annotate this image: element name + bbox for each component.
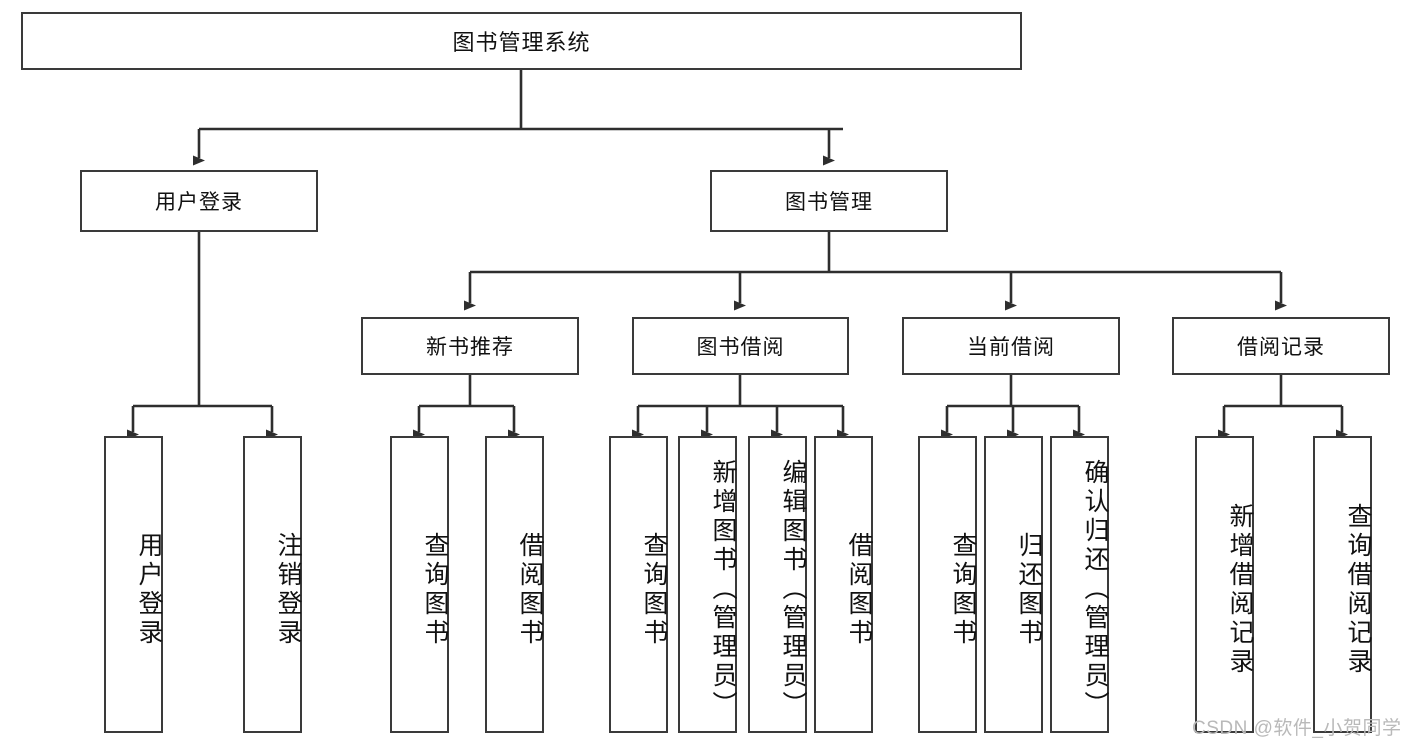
leaf-new-book-borrow[interactable]: 借阅图书: [485, 436, 544, 733]
leaf-book-borrow-add[interactable]: 新增图书（管理员）: [678, 436, 737, 733]
watermark-csdn: CSDN @软件_小贺同学: [1192, 718, 1402, 739]
leaf-label: 查询图书: [421, 531, 449, 648]
leaf-label: 用户登录: [135, 531, 163, 648]
leaf-label: 编辑图书（管理员）: [779, 459, 807, 720]
leaf-label: 查询借阅记录: [1344, 502, 1372, 677]
leaf-label: 借阅图书: [845, 531, 873, 648]
leaf-label: 查询图书: [949, 531, 977, 648]
leaf-label: 查询图书: [640, 531, 668, 648]
leaf-new-book-query[interactable]: 查询图书: [390, 436, 449, 733]
leaf-label: 确认归还（管理员）: [1081, 459, 1109, 720]
leaf-borrow-record-add[interactable]: 新增借阅记录: [1195, 436, 1254, 733]
node-borrow-record[interactable]: 借阅记录: [1172, 317, 1390, 375]
leaf-book-borrow-query[interactable]: 查询图书: [609, 436, 668, 733]
leaf-user-login-signin[interactable]: 用户登录: [104, 436, 163, 733]
leaf-current-borrow-query[interactable]: 查询图书: [918, 436, 977, 733]
leaf-user-login-signout[interactable]: 注销登录: [243, 436, 302, 733]
node-new-book-recommend[interactable]: 新书推荐: [361, 317, 579, 375]
leaf-borrow-record-query[interactable]: 查询借阅记录: [1313, 436, 1372, 733]
node-user-login[interactable]: 用户登录: [80, 170, 318, 232]
leaf-label: 新增图书（管理员）: [709, 459, 737, 720]
leaf-book-borrow-lend[interactable]: 借阅图书: [814, 436, 873, 733]
leaf-label: 新增借阅记录: [1226, 502, 1254, 677]
leaf-label: 借阅图书: [516, 531, 544, 648]
leaf-current-borrow-confirm-return[interactable]: 确认归还（管理员）: [1050, 436, 1109, 733]
leaf-label: 归还图书: [1015, 531, 1043, 648]
node-root-system[interactable]: 图书管理系统: [21, 12, 1022, 70]
leaf-book-borrow-edit[interactable]: 编辑图书（管理员）: [748, 436, 807, 733]
leaf-current-borrow-return[interactable]: 归还图书: [984, 436, 1043, 733]
node-book-borrow[interactable]: 图书借阅: [632, 317, 849, 375]
leaf-label: 注销登录: [274, 531, 302, 648]
node-current-borrow[interactable]: 当前借阅: [902, 317, 1120, 375]
node-book-management[interactable]: 图书管理: [710, 170, 948, 232]
